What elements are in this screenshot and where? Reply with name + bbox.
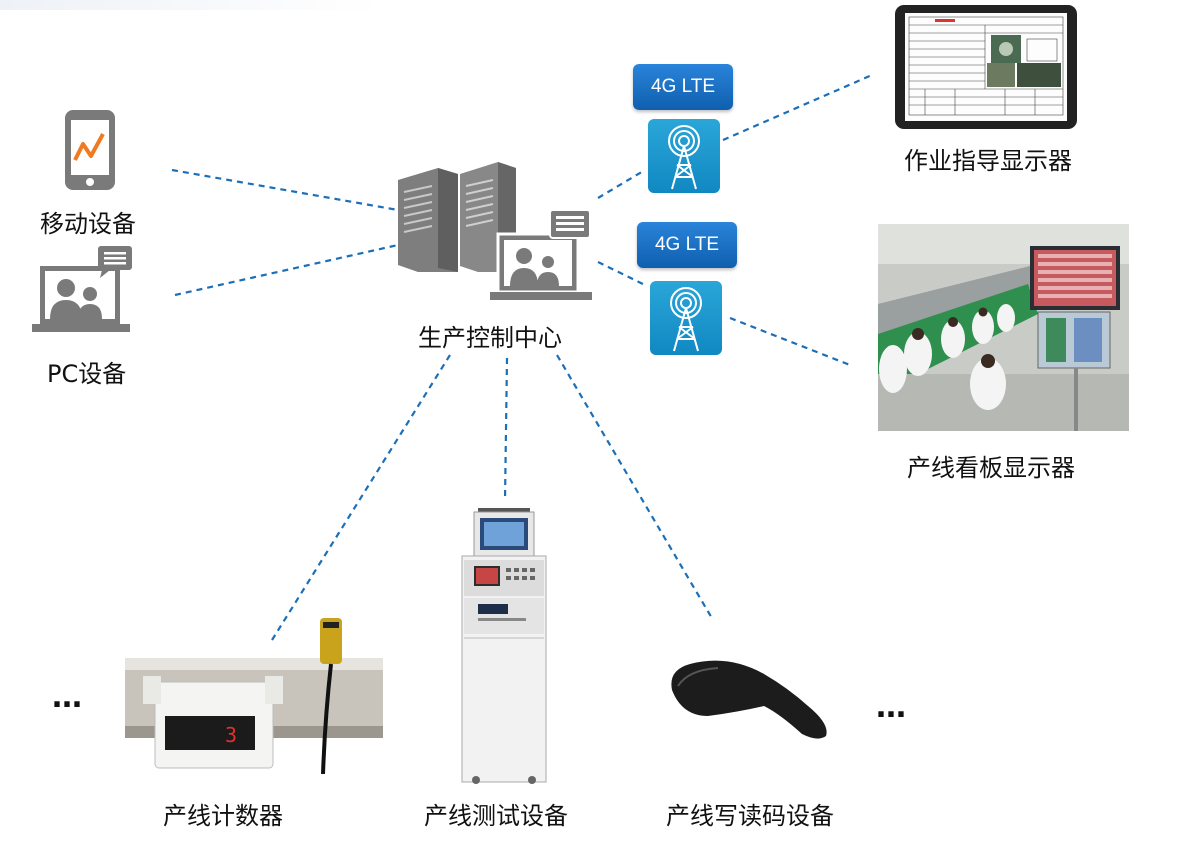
work-guide-label: 作业指导显示器: [904, 147, 1072, 175]
link-tower1-workguide: [722, 73, 873, 142]
mobile-label: 移动设备: [40, 210, 136, 238]
header-fade-bar: [0, 0, 380, 10]
test-cabinet-photo: [461, 508, 547, 784]
factory-line-photo: [878, 224, 1129, 431]
link-center-tester: [503, 357, 509, 501]
lte-badge-2: 4G LTE: [637, 222, 737, 268]
counter-device-photo: 3: [125, 618, 383, 774]
counter-display-value: 3: [225, 723, 237, 747]
link-center-tower1: [597, 169, 646, 199]
tablet-document-icon: [895, 5, 1077, 129]
ellipsis-right: …: [876, 690, 909, 725]
barcode-scanner-photo: [671, 660, 827, 739]
smartphone-icon: [65, 110, 115, 190]
tester-label: 产线测试设备: [424, 802, 568, 830]
link-center-mobile: [171, 168, 399, 212]
link-center-counter: [271, 354, 451, 641]
control-center-label: 生产控制中心: [418, 324, 562, 352]
lte-badge-1: 4G LTE: [633, 64, 733, 110]
kanban-label: 产线看板显示器: [907, 454, 1075, 482]
server-monitor-icon: [398, 162, 592, 300]
counter-label: 产线计数器: [163, 802, 283, 830]
link-center-tower2: [597, 261, 646, 286]
ellipsis-left: …: [52, 680, 85, 715]
link-center-pc: [174, 243, 399, 297]
scanner-label: 产线写读码设备: [666, 802, 834, 830]
radio-tower-icon: [648, 119, 720, 193]
radio-tower-icon: [650, 281, 722, 355]
link-center-scanner: [556, 354, 714, 621]
laptop-chat-icon: [32, 246, 132, 332]
pc-label: PC设备: [47, 360, 127, 388]
link-tower2-kanban: [729, 316, 851, 367]
